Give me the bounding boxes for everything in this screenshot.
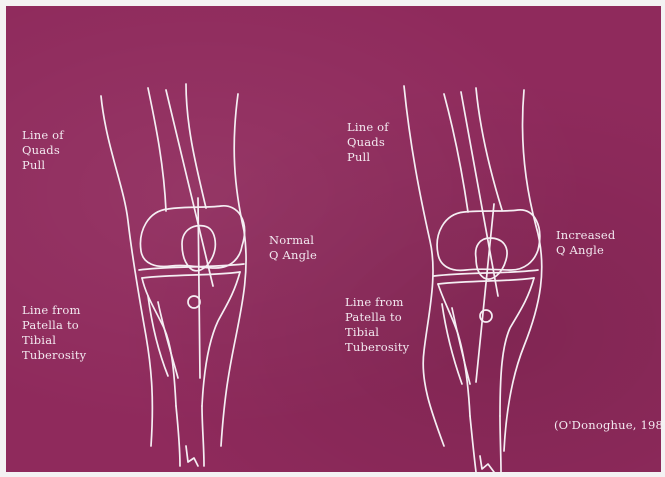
left-femoral-condyles — [140, 206, 244, 268]
right-patella-line-label: Line from Patella to Tibial Tuberosity — [345, 295, 409, 355]
right-patella-tibia-line — [476, 204, 494, 382]
diagram-panel: Line of Quads Pull Line from Patella to … — [6, 6, 661, 472]
left-tibia-shaft — [176, 406, 204, 466]
left-knee-outer-left-contour — [101, 96, 152, 446]
left-patella-line-label: Line from Patella to Tibial Tuberosity — [22, 303, 86, 363]
right-quads-pull-line — [461, 92, 498, 296]
citation-text: (O'Donoghue, 198 — [554, 418, 661, 433]
left-knee-outer-right-contour — [221, 94, 246, 446]
right-knee-outer-left-contour — [404, 86, 444, 446]
left-quads-pull-label: Line of Quads Pull — [22, 128, 64, 173]
left-quads-pull-line — [166, 90, 213, 286]
left-tibial-tuberosity — [188, 296, 200, 308]
left-q-angle-label: Normal Q Angle — [269, 233, 317, 263]
right-quads-pull-label: Line of Quads Pull — [347, 120, 389, 165]
left-joint-line-lower — [142, 272, 240, 278]
left-knee — [101, 84, 246, 466]
right-knee — [404, 86, 542, 472]
right-tibia-shaft — [470, 416, 501, 472]
right-q-angle-label: Increased Q Angle — [556, 228, 615, 258]
right-tibia-plateau — [438, 278, 534, 416]
left-femur-left-line — [148, 88, 166, 211]
